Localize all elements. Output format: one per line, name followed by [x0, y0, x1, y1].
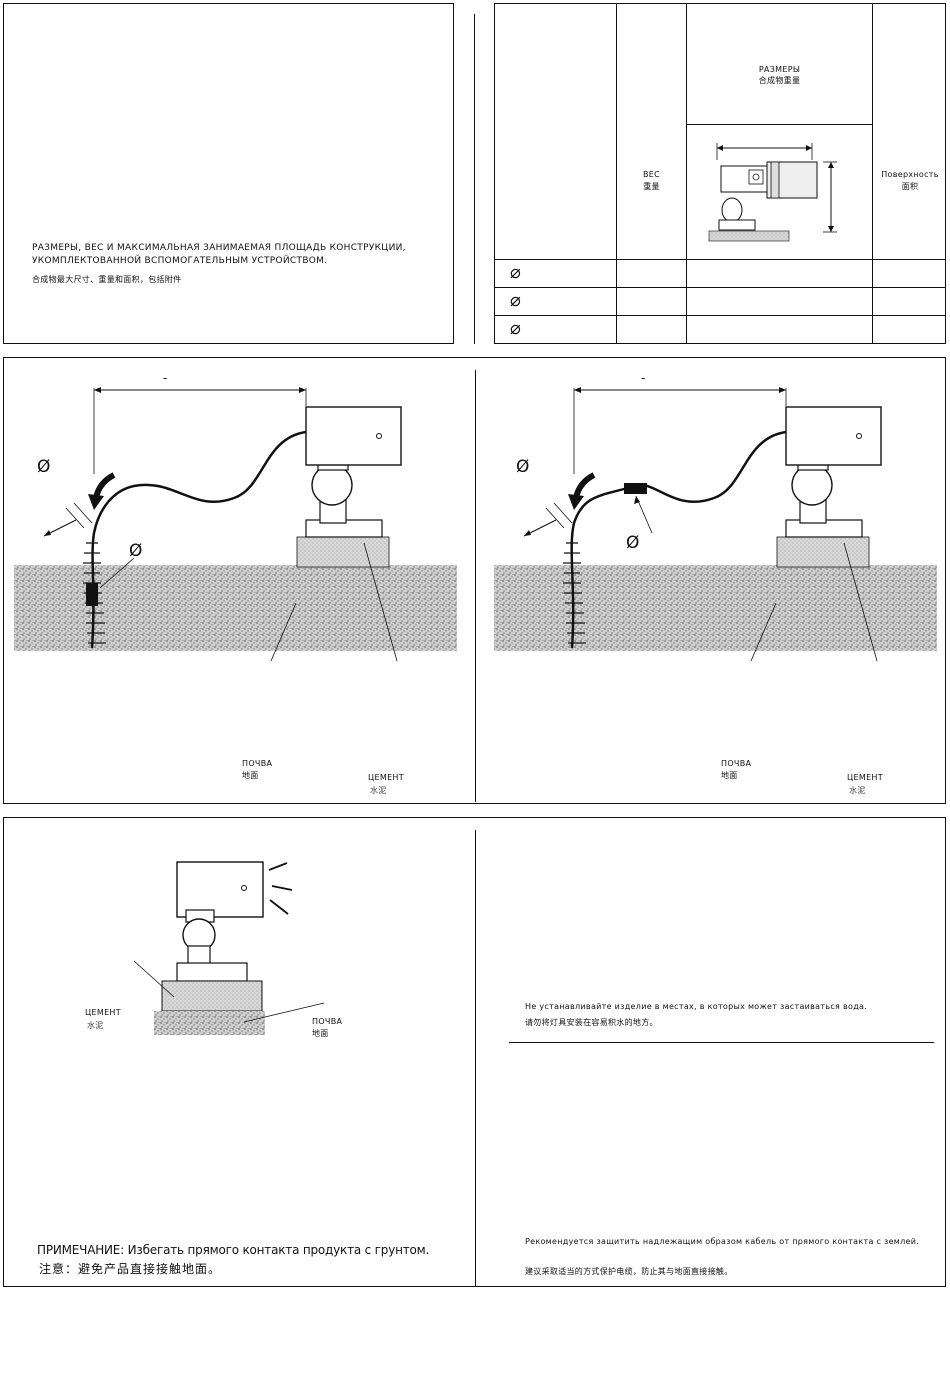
water-warning-ru: Не устанавливайте изделие в местах, в ко…: [525, 1002, 868, 1011]
left-soil-label-ru: ПОЧВА: [242, 759, 273, 768]
diameter-symbol-2: ⌀: [510, 290, 521, 311]
top-divider: [474, 14, 476, 344]
spec-intro-panel: РАЗМЕРЫ, ВЕС И МАКСИМАЛЬНАЯ ЗАНИМАЕМАЯ П…: [3, 3, 454, 344]
weight-header-ru: ВЕС: [642, 170, 661, 179]
right-soil-label-ru: ПОЧВА: [721, 759, 752, 768]
right-soil-label-cn: 地面: [721, 771, 738, 780]
bottom-soil-label-cn: 地面: [312, 1029, 329, 1038]
installation-left-drawing: [14, 387, 457, 662]
table-vline-1: [616, 4, 617, 343]
dims-header-cn: 合成物重量: [758, 76, 801, 85]
dims-header-ru: РАЗМЕРЫ: [758, 65, 801, 74]
spec-description-cn: 合成物最大尺寸、重量和面积，包括附件: [32, 275, 182, 284]
contact-note-ru: ПРИМЕЧАНИЕ: Избегать прямого контакта пр…: [37, 1243, 430, 1257]
dimension-drawing: [708, 143, 837, 242]
table-hline-1: [495, 259, 945, 260]
left-soil-label-cn: 地面: [242, 771, 259, 780]
left-cement-label-cn: 水泥: [370, 786, 387, 795]
bottom-cement-label-ru: ЦЕМЕНТ: [85, 1008, 121, 1017]
contact-note-cn: 注意：避免产品直接接触地面。: [39, 1262, 222, 1276]
table-vline-2: [686, 4, 687, 343]
right-diameter-a: Ø: [516, 457, 530, 477]
water-warning-rule: [509, 1042, 934, 1043]
spec-description-ru: РАЗМЕРЫ, ВЕС И МАКСИМАЛЬНАЯ ЗАНИМАЕМАЯ П…: [32, 243, 406, 266]
installation-panel: Ø Ø - ПОЧВА 地面 ЦЕМЕНТ 水泥 Ø Ø - ПОЧВА 地: [3, 357, 946, 804]
table-hline-dims: [686, 124, 872, 125]
water-warning-cn: 请勿将灯具安装在容易积水的地方。: [525, 1018, 658, 1027]
right-dim-mark: -: [641, 371, 646, 385]
spec-table: ВЕС 重量 РАЗМЕРЫ 合成物重量 Поверхность 面积 ⌀ ⌀ …: [494, 3, 946, 344]
product-on-cement-drawing: [133, 861, 325, 1035]
left-diameter-a: Ø: [37, 457, 51, 477]
left-cement-label-ru: ЦЕМЕНТ: [368, 773, 404, 782]
installation-divider: [475, 370, 477, 802]
right-cement-label-cn: 水泥: [849, 786, 866, 795]
bottom-soil-label-ru: ПОЧВА: [312, 1017, 343, 1026]
bottom-cement-label-cn: 水泥: [87, 1021, 104, 1030]
notes-divider: [475, 830, 477, 1286]
right-diameter-b: Ø: [626, 533, 640, 553]
notes-panel: ЦЕМЕНТ 水泥 ПОЧВА 地面 ПРИМЕЧАНИЕ: Избегать …: [3, 817, 946, 1287]
installation-right-drawing: [494, 387, 937, 662]
left-dim-mark: -: [163, 371, 168, 385]
diameter-symbol-1: ⌀: [510, 262, 521, 283]
cable-advice-cn: 建议采取适当的方式保护电缆，防止其与地面直接接触。: [525, 1267, 733, 1276]
surface-header-ru: Поверхность: [881, 170, 939, 179]
left-diameter-b: Ø: [129, 541, 143, 561]
surface-header-cn: 面积: [901, 182, 919, 191]
table-hline-3: [495, 315, 945, 316]
diameter-symbol-3: ⌀: [510, 318, 521, 339]
table-vline-3: [872, 4, 873, 343]
table-hline-2: [495, 287, 945, 288]
cable-advice-ru: Рекомендуется защитить надлежащим образо…: [525, 1237, 920, 1246]
weight-header-cn: 重量: [643, 182, 660, 191]
right-cement-label-ru: ЦЕМЕНТ: [847, 773, 883, 782]
